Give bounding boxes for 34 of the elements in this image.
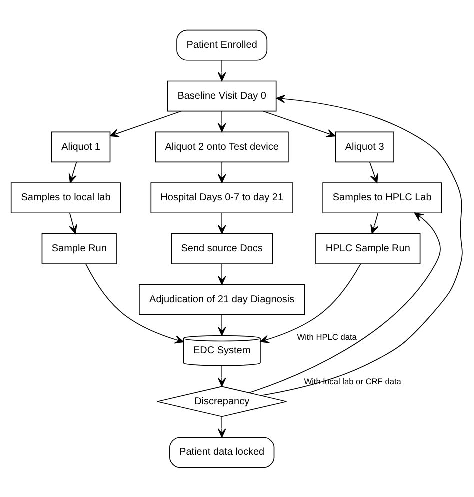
node-box: Aliquot 3 (335, 131, 394, 162)
arrow (218, 212, 226, 234)
node-box: Aliquot 1 (51, 131, 111, 162)
arrow (218, 416, 226, 438)
node-box: Samples to HPLC Lab (322, 182, 442, 214)
arrow (218, 161, 226, 183)
node-box: Baseline Visit Day 0 (167, 80, 277, 112)
arrow (369, 161, 378, 183)
arrow (68, 161, 78, 183)
arrow (218, 60, 226, 81)
arrow (248, 212, 441, 393)
edge-label: With HPLC data (297, 332, 357, 342)
arrow (86, 263, 184, 344)
node-box: Adjudication of 21 day Diagnosis (139, 284, 306, 315)
arrow (218, 263, 226, 285)
arrow (370, 212, 379, 234)
arrow (218, 364, 226, 386)
node-box: Send source Docs (171, 233, 273, 264)
edge-label: With local lab or CRF data (304, 376, 402, 386)
node-box: Samples to local lab (10, 182, 122, 214)
arrow (218, 314, 226, 336)
arrow (260, 263, 362, 343)
node-box: Sample Run (42, 233, 117, 264)
arrow (110, 110, 182, 137)
node-box: Hospital Days 0-7 to day 21 (150, 182, 294, 214)
arrow (262, 110, 336, 137)
node-diamond: Discrepancy (157, 386, 288, 417)
node-box: Patient Enrolled (176, 29, 268, 60)
arrow (260, 94, 463, 396)
node-box: HPLC Sample Run (316, 233, 421, 264)
arrow (69, 212, 78, 234)
node-box: Patient data locked (170, 436, 275, 468)
arrow (218, 110, 226, 132)
node-box: Aliquot 2 onto Test device (155, 131, 289, 162)
